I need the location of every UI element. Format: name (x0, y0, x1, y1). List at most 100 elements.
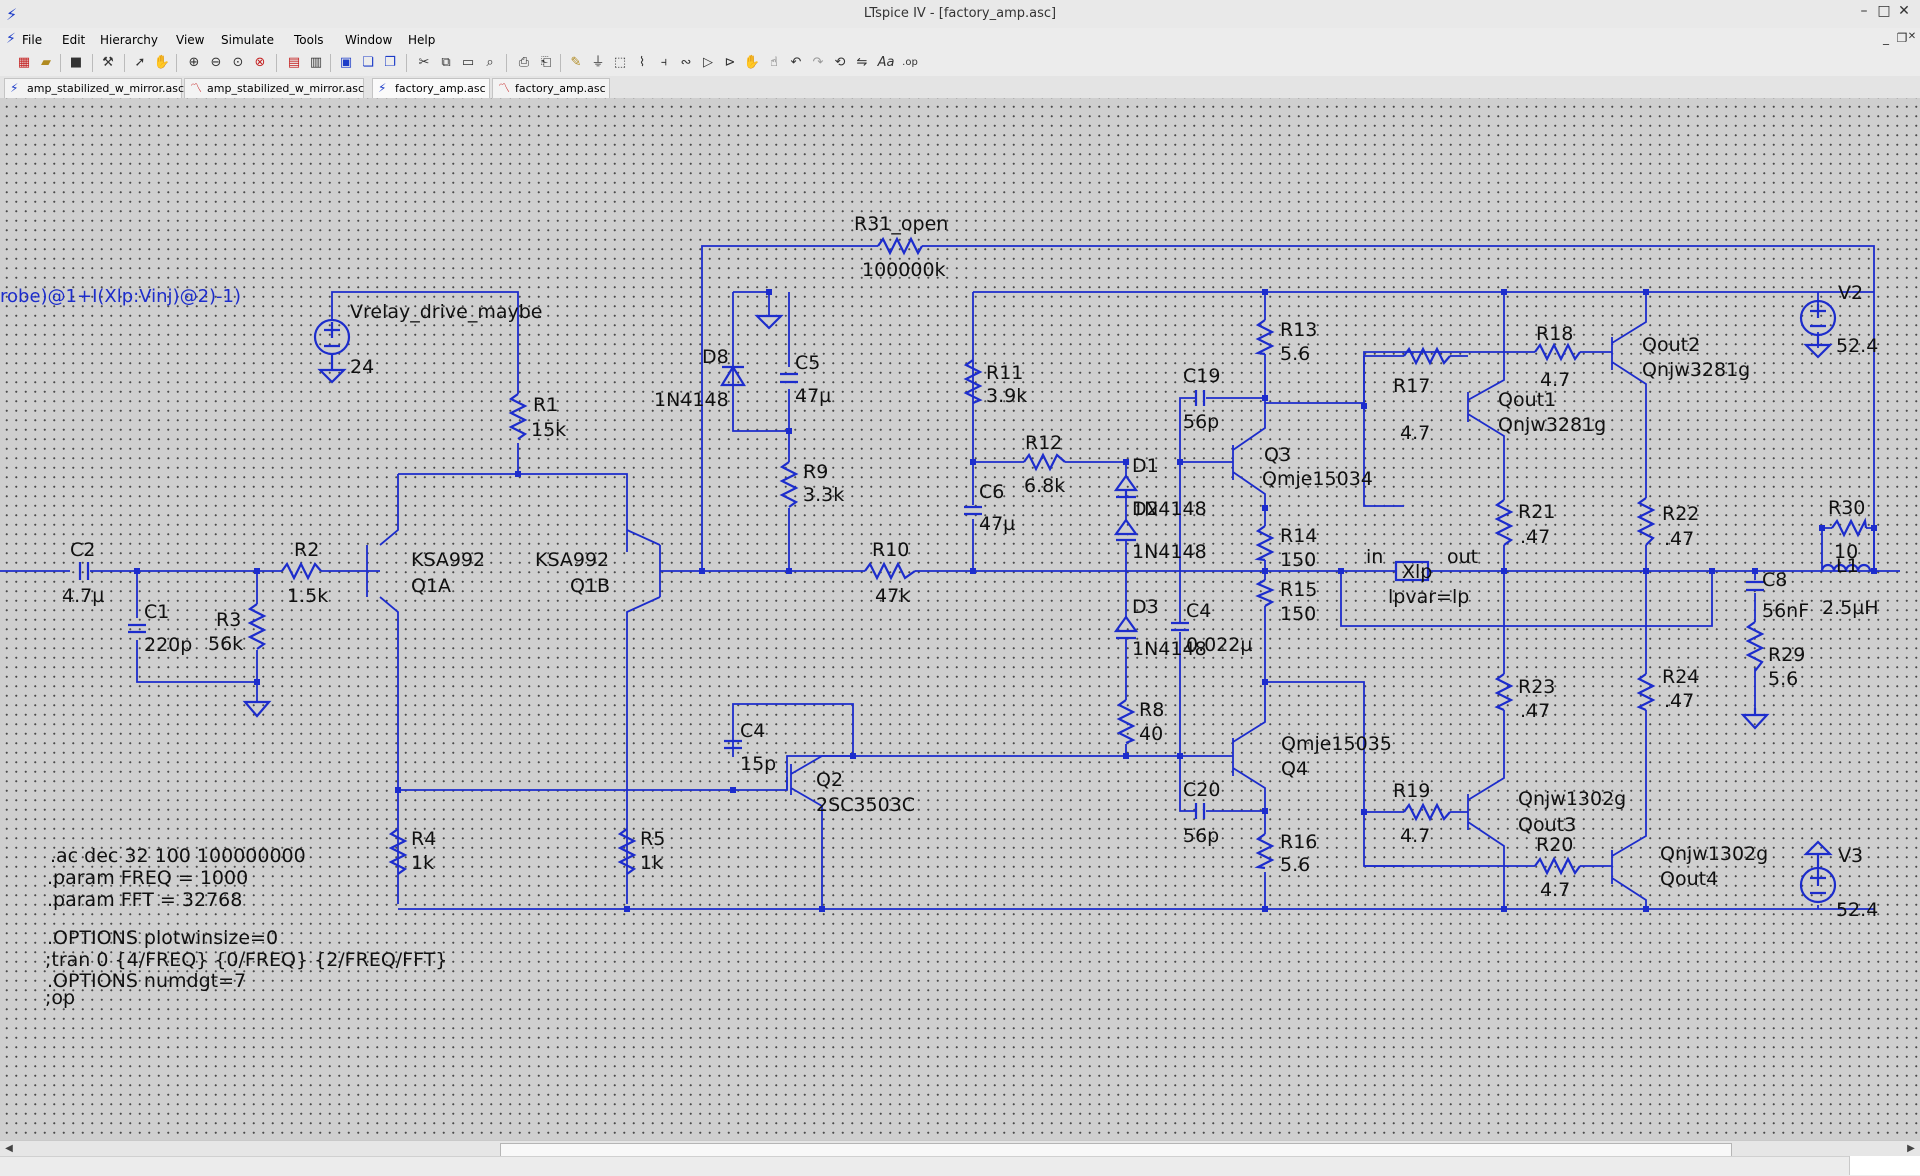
resistor-r16[interactable] (1254, 833, 1275, 870)
mdi-restore-icon[interactable]: ❐ (1896, 31, 1908, 45)
resistor-r19[interactable] (1403, 802, 1451, 822)
mdi-close-icon[interactable]: ✕ (1907, 31, 1917, 42)
resistor-r31[interactable] (877, 236, 923, 256)
capacitor-c19[interactable] (1194, 390, 1206, 406)
capacitor-c5[interactable] (780, 372, 798, 384)
resistor-r9[interactable] (779, 461, 799, 508)
capacitor-c6[interactable] (964, 505, 982, 516)
tab-factory-amp-plot[interactable]: 〽 factory_amp.asc (492, 78, 610, 98)
directive-line[interactable]: .OPTIONS numdgt=7 (47, 970, 246, 992)
resistor-r13[interactable] (1254, 319, 1275, 356)
directive-line[interactable]: .param FREQ = 1000 (47, 867, 248, 889)
zoom-fit-icon[interactable]: ⊙ (232, 55, 244, 70)
diode-icon[interactable]: ▷ (703, 55, 713, 70)
resistor-r1[interactable] (508, 393, 528, 440)
minimize-icon[interactable]: – (1860, 3, 1868, 19)
capacitor-c1[interactable] (128, 623, 146, 634)
resistor-r2[interactable] (281, 561, 322, 581)
tile-vertical-icon[interactable]: ▣ (339, 55, 353, 70)
move-icon[interactable]: ✋ (743, 55, 761, 70)
resistor-r14[interactable] (1254, 525, 1275, 562)
zoom-cancel-icon[interactable]: ⊗ (254, 55, 266, 70)
tab-amp-stabilized-plot[interactable]: 〽 amp_stabilized_w_mirror.asc (184, 78, 364, 98)
halt-icon[interactable]: ✋ (153, 55, 171, 70)
resistor-r12[interactable] (1023, 452, 1066, 472)
menu-file[interactable]: File (22, 33, 43, 47)
resistor-r15[interactable] (1255, 579, 1275, 607)
menu-simulate[interactable]: Simulate (221, 33, 275, 47)
spice-directives[interactable]: .ac dec 32 100 100000000 .param FREQ = 1… (45, 845, 447, 1009)
resistor-r4[interactable] (388, 828, 408, 875)
save-icon[interactable]: ■ (69, 55, 83, 70)
resistor-icon[interactable]: ⌇ (638, 55, 646, 70)
control-panel-icon[interactable]: ⚒ (102, 55, 114, 70)
print-preview-icon[interactable]: ⎗ (540, 55, 552, 70)
rotate-icon[interactable]: ⟲ (834, 55, 846, 70)
spice-directive-icon[interactable]: .op (902, 57, 918, 68)
resistor-r18[interactable] (1534, 342, 1581, 362)
undo-icon[interactable]: ↶ (790, 55, 802, 70)
horizontal-scrollbar[interactable]: ◀ ▶ (0, 1140, 1920, 1157)
open-icon[interactable]: ▰ (41, 55, 51, 70)
scrollbar-thumb[interactable] (500, 1143, 1732, 1157)
diode-d2[interactable] (1113, 518, 1139, 542)
directive-line[interactable]: .param FFT = 32768 (47, 889, 242, 911)
resistor-r23[interactable] (1494, 673, 1514, 712)
cascade-icon[interactable]: ❏ (362, 55, 374, 70)
diode-d8[interactable] (720, 364, 746, 387)
resistor-r30[interactable] (1831, 517, 1868, 538)
maximize-icon[interactable]: □ (1877, 3, 1891, 19)
resistor-r20[interactable] (1534, 856, 1581, 876)
new-schematic-icon[interactable]: ▦ (17, 55, 31, 70)
resistor-r8[interactable] (1116, 699, 1136, 745)
ground-icon[interactable]: ⏚ (591, 55, 605, 70)
menu-view[interactable]: View (176, 33, 205, 47)
capacitor-c8[interactable] (1746, 580, 1764, 592)
scroll-left-icon[interactable]: ◀ (5, 1143, 13, 1154)
resistor-r17[interactable] (1403, 346, 1451, 366)
cascade-icon[interactable]: ❐ (384, 55, 396, 70)
directive-line[interactable]: .OPTIONS plotwinsize=0 (47, 927, 278, 949)
zoom-out-icon[interactable]: ⊖ (210, 55, 222, 70)
resistor-r22[interactable] (1636, 497, 1656, 546)
drag-icon[interactable]: ☝ (770, 55, 778, 70)
directive-line[interactable]: .ac dec 32 100 100000000 (50, 845, 306, 867)
tile-horizontal-icon[interactable]: ▥ (309, 55, 323, 70)
diode-d3[interactable] (1113, 615, 1139, 640)
directive-line[interactable]: ;tran 0 {4/FREQ} {0/FREQ} {2/FREQ/FFT} (45, 949, 447, 971)
resistor-r3[interactable] (247, 603, 267, 650)
inductor-l1[interactable] (1820, 563, 1872, 572)
menu-edit[interactable]: Edit (62, 33, 86, 47)
capacitor-c4-15p[interactable] (724, 739, 742, 750)
menu-tools[interactable]: Tools (294, 33, 324, 47)
menu-window[interactable]: Window (345, 33, 393, 47)
wire-icon[interactable]: ✎ (570, 55, 582, 70)
resistor-r24[interactable] (1636, 673, 1656, 712)
mirror-icon[interactable]: ⇋ (856, 55, 868, 70)
print-icon[interactable]: ⎙ (518, 55, 530, 70)
mdi-minimize-icon[interactable]: _ (1883, 31, 1889, 45)
autorange-icon[interactable]: ▤ (287, 55, 301, 70)
directive-line[interactable]: ;op (45, 987, 75, 1009)
label-net-icon[interactable]: ⬚ (613, 55, 627, 70)
resistor-r11[interactable] (963, 359, 983, 405)
menu-hierarchy[interactable]: Hierarchy (100, 33, 159, 47)
close-icon[interactable]: ✕ (1898, 3, 1910, 19)
copy-icon[interactable]: ⧉ (441, 55, 451, 70)
resistor-r29[interactable] (1745, 621, 1765, 672)
menu-help[interactable]: Help (408, 33, 436, 47)
zoom-in-icon[interactable]: ⊕ (188, 55, 200, 70)
redo-icon[interactable]: ↷ (812, 55, 824, 70)
resistor-r10[interactable] (864, 561, 916, 581)
text-icon[interactable]: Aa (877, 55, 895, 70)
find-icon[interactable]: ⌕ (486, 55, 494, 70)
diode-d1[interactable] (1113, 474, 1139, 499)
capacitor-icon[interactable]: ⫞ (660, 55, 668, 70)
scroll-right-icon[interactable]: ▶ (1907, 1143, 1915, 1154)
tab-factory-amp-schematic[interactable]: ⚡ factory_amp.asc (372, 78, 490, 98)
capacitor-c20[interactable] (1194, 803, 1206, 819)
cut-icon[interactable]: ✂ (418, 55, 430, 70)
run-icon[interactable]: ➚ (134, 55, 146, 70)
component-icon[interactable]: ⊳ (724, 55, 736, 70)
paste-icon[interactable]: ▭ (461, 55, 475, 70)
